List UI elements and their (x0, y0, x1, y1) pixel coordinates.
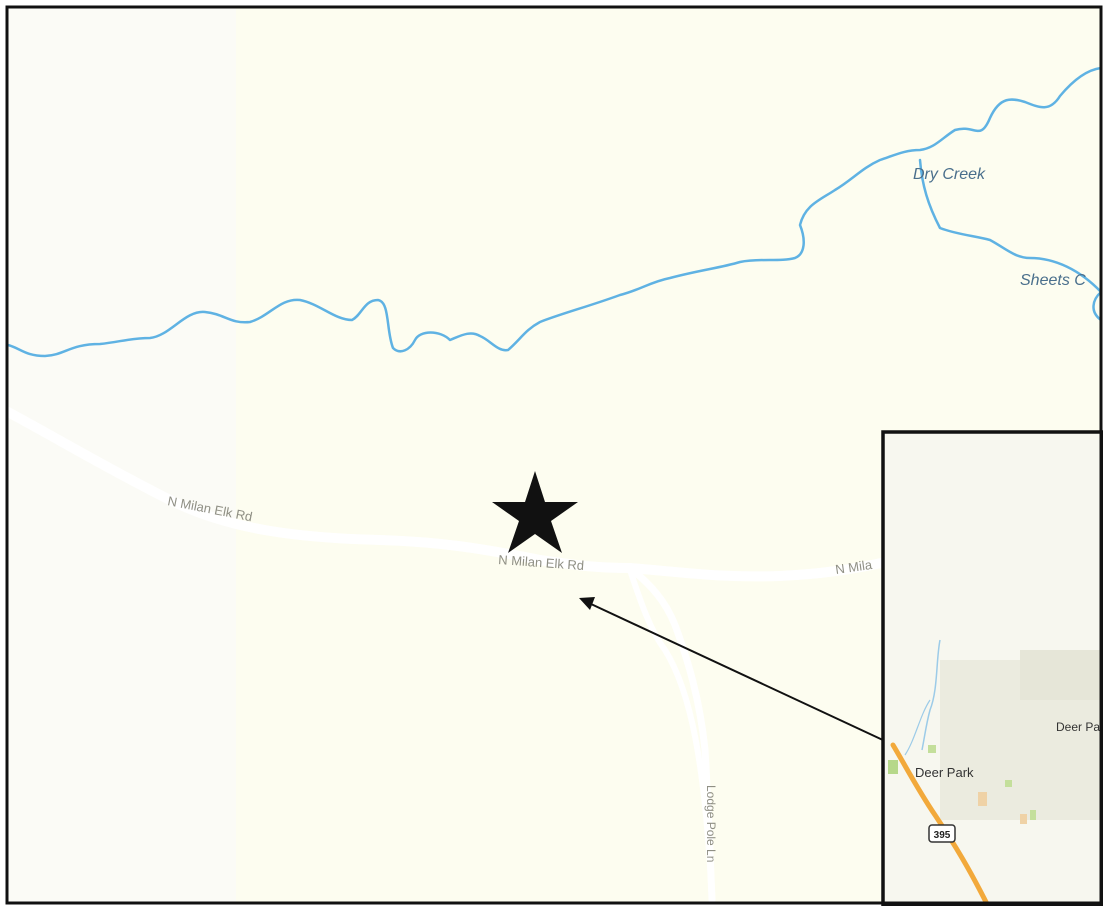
inset-lot-2 (1020, 814, 1027, 824)
inset-map: Deer Park Deer Pa 395 (881, 430, 1103, 906)
inset-label-deer-park: Deer Park (915, 765, 974, 780)
inset-park-2 (928, 745, 936, 753)
label-milan-elk-east: N Mila (834, 557, 873, 577)
label-milan-elk-center: N Milan Elk Rd (498, 552, 585, 573)
inset-stream-2 (904, 699, 931, 756)
us-395-shield-icon: 395 (928, 824, 956, 843)
highway-shield-number: 395 (934, 830, 951, 841)
inset-park-3 (1005, 780, 1012, 787)
inset-park-1 (888, 760, 898, 774)
label-dry-creek: Dry Creek (913, 166, 986, 183)
inset-highway (890, 742, 991, 906)
river-main (6, 66, 1103, 358)
inset-frame (881, 430, 1103, 906)
inset-stream (921, 639, 941, 751)
inset-urban-area-2 (1020, 650, 1103, 700)
map-frame (5, 5, 1103, 905)
map-tile-shade (8, 8, 236, 902)
arrowhead-icon (579, 597, 595, 610)
label-sheets-creek: Sheets C (1020, 272, 1086, 289)
road-lodge-pole (627, 567, 715, 903)
inset-label-deer-park-east: Deer Pa (1056, 720, 1100, 734)
star-icon (492, 471, 578, 553)
label-lodge-pole-ln: Lodge Pole Ln (704, 785, 718, 862)
river-tributary-east (1092, 290, 1103, 322)
road-milan-elk (3, 407, 891, 582)
river-tributary (918, 158, 1103, 294)
inset-lot-1 (978, 792, 987, 806)
pointer-arrow-line (590, 603, 886, 742)
inset-park-4 (1030, 810, 1036, 820)
